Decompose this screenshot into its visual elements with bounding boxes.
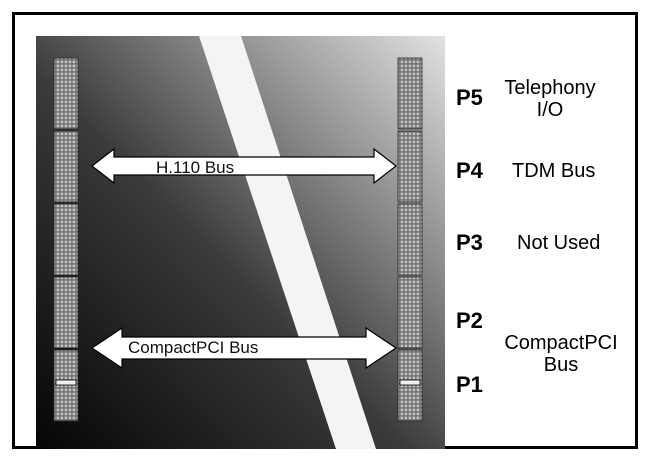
connector-label-p3: P3 <box>456 230 483 255</box>
left-connector-p1 <box>53 57 79 130</box>
connector-label-p2: P2 <box>456 308 483 333</box>
h110-bus-label: H.110 Bus <box>156 158 235 177</box>
connector-desc-p5: Telephony I/O <box>504 77 596 121</box>
left-connector-p5 <box>53 349 79 422</box>
left-connector-p2 <box>53 130 79 203</box>
left-connector-key <box>55 379 77 386</box>
compactpci-bus-label: CompactPCI Bus <box>128 338 259 357</box>
right-connector-p4 <box>397 276 423 349</box>
left-connector-p3 <box>53 203 79 276</box>
h110-bus-arrow <box>91 147 397 185</box>
connector-label-p1: P1 <box>456 372 483 397</box>
backplane-svg <box>36 36 445 449</box>
backplane-board <box>36 36 445 449</box>
compactpci-bus-desc: CompactPCI Bus <box>504 332 618 376</box>
right-connector-p3 <box>397 203 423 276</box>
connector-label-p5: P5 <box>456 85 483 110</box>
connector-desc-p4: TDM Bus <box>512 160 596 182</box>
left-connector-strip <box>53 57 79 422</box>
right-connector-key <box>399 379 421 386</box>
left-connector-p4 <box>53 276 79 349</box>
right-connector-p5 <box>397 349 423 422</box>
compactpci-bus-arrow <box>90 326 398 370</box>
right-connector-p2 <box>397 130 423 203</box>
connector-label-p4: P4 <box>456 158 483 183</box>
connector-desc-p3: Not Used <box>517 232 601 254</box>
right-connector-p1 <box>397 57 423 130</box>
right-connector-strip <box>397 57 423 422</box>
